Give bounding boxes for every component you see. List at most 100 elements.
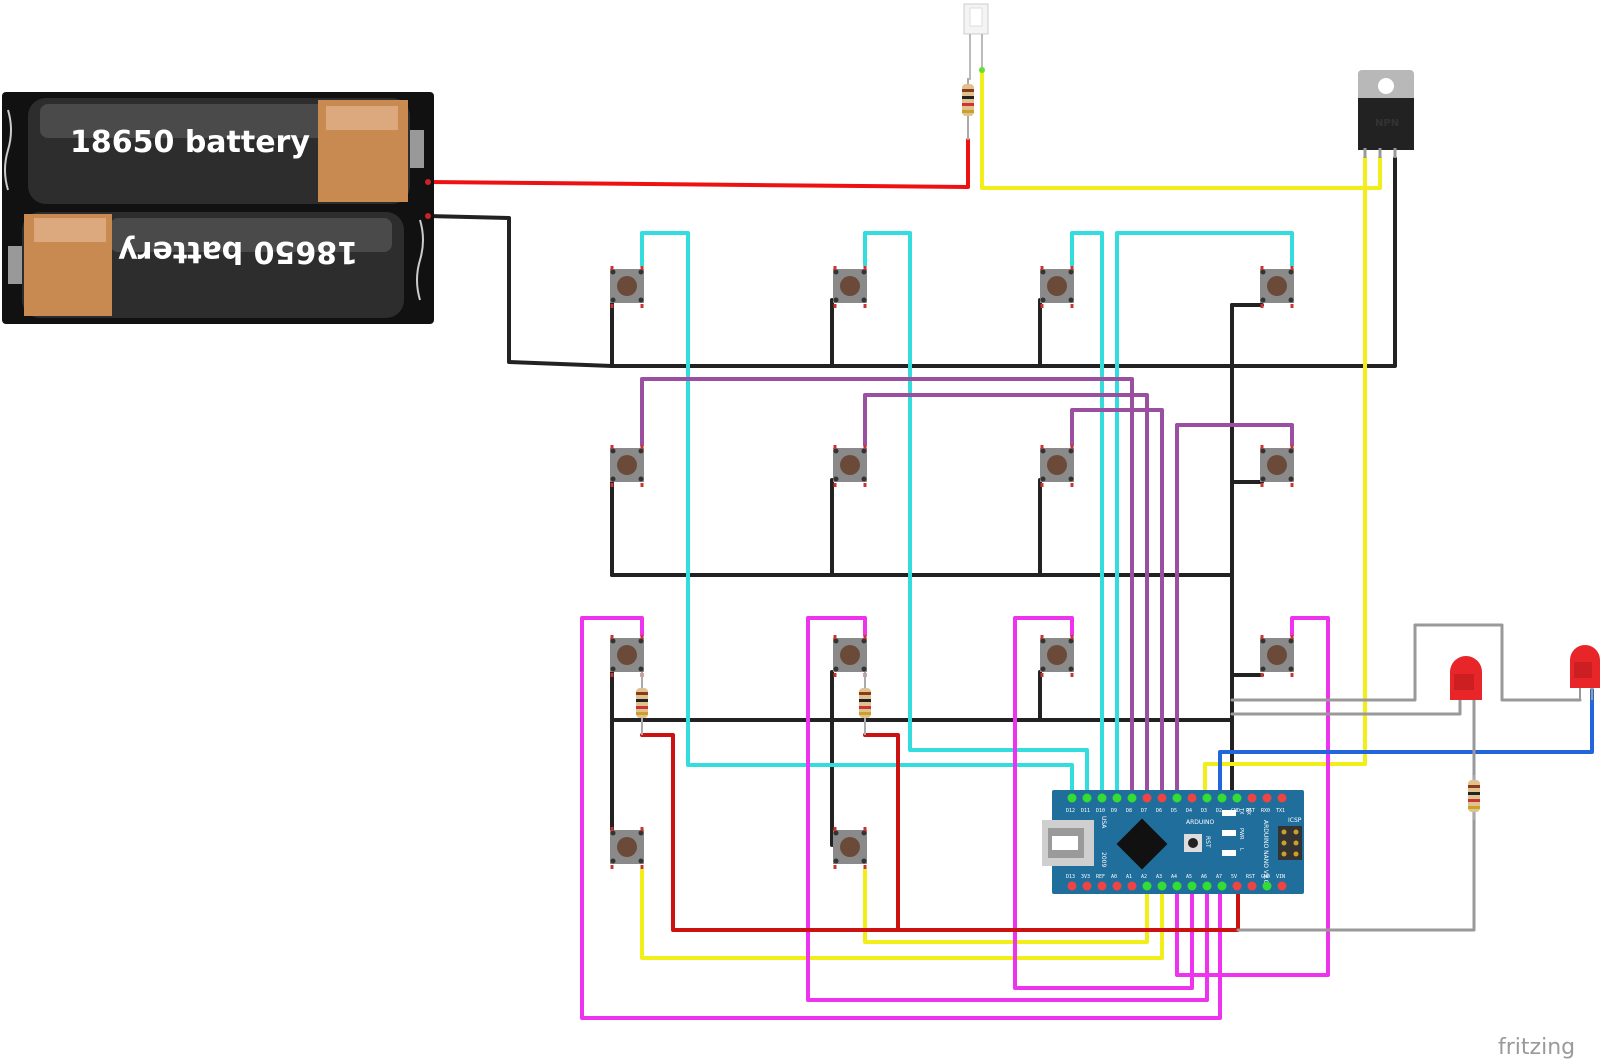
resistor-led xyxy=(1468,775,1480,820)
pin-ref[interactable] xyxy=(1097,881,1107,891)
npn-label: NPN xyxy=(1375,118,1399,129)
wire-gray-led1 xyxy=(1230,623,1582,702)
pin-rst[interactable] xyxy=(1247,793,1257,803)
pin-label-ref: REF xyxy=(1096,874,1105,880)
wire-purple-btn5 xyxy=(640,377,1134,797)
pin-label-rst: RST xyxy=(1246,808,1255,814)
pin-a3[interactable] xyxy=(1157,881,1167,891)
pin-d3[interactable] xyxy=(1202,793,1212,803)
pin-a0[interactable] xyxy=(1112,881,1122,891)
push-button-13[interactable] xyxy=(610,827,644,869)
pin-label-d8: D8 xyxy=(1126,808,1132,814)
push-button-1[interactable] xyxy=(610,266,644,308)
pin-label-a5: A5 xyxy=(1186,874,1192,880)
pin-a2[interactable] xyxy=(1142,881,1152,891)
pin-gnd[interactable] xyxy=(1262,881,1272,891)
push-button-3[interactable] xyxy=(1040,266,1074,308)
pin-a5[interactable] xyxy=(1187,881,1197,891)
pin-label-d4: D4 xyxy=(1186,808,1192,814)
pin-d8[interactable] xyxy=(1127,793,1137,803)
resistor-btn10 xyxy=(859,672,871,735)
pin-label-d12: D12 xyxy=(1066,808,1075,814)
pin-vin[interactable] xyxy=(1277,881,1287,891)
pin-label-d6: D6 xyxy=(1156,808,1162,814)
pin-d2[interactable] xyxy=(1217,793,1227,803)
pin-label-d5: D5 xyxy=(1171,808,1177,814)
push-button-7[interactable] xyxy=(1040,445,1074,487)
pin-d4[interactable] xyxy=(1187,793,1197,803)
battery-bottom-label: 18650 battery xyxy=(118,234,358,269)
pin-label-d13: D13 xyxy=(1066,874,1075,880)
push-button-2[interactable] xyxy=(833,266,867,308)
wire-magenta-btn12 xyxy=(1175,616,1330,977)
icsp-label: ICSP xyxy=(1288,817,1302,824)
pin-a1[interactable] xyxy=(1127,881,1137,891)
pin-label-d3: D3 xyxy=(1201,808,1207,814)
battery-spring-right xyxy=(416,219,424,301)
pin-a7[interactable] xyxy=(1217,881,1227,891)
wire-cyan-btn4 xyxy=(1115,231,1294,797)
push-button-5[interactable] xyxy=(610,445,644,487)
battery-top-label: 18650 battery xyxy=(70,125,310,160)
wire-cyan-btn1 xyxy=(640,231,1074,797)
arduino-led-labels: TX RX PWR L xyxy=(1238,807,1251,851)
led-label-rx: RX xyxy=(1245,808,1251,815)
push-button-14[interactable] xyxy=(833,827,867,869)
resistor-btn9 xyxy=(636,672,648,735)
pin-label-a0: A0 xyxy=(1111,874,1117,880)
pin-label-gnd: GND xyxy=(1231,808,1240,814)
wire-red-battery-positive xyxy=(426,138,970,189)
mcu-chip xyxy=(1116,818,1168,870)
arduino-nano: RST ICSP ARDUINO ARDUINO NANO V3.0 USA 2… xyxy=(1042,790,1304,894)
pin-d11[interactable] xyxy=(1082,793,1092,803)
wire-yellow-btn13 xyxy=(640,868,1164,960)
led-label-tx: TX xyxy=(1238,807,1244,815)
push-button-10[interactable] xyxy=(833,635,867,677)
resistor-top xyxy=(962,78,974,140)
pin-label-5v: 5V xyxy=(1231,874,1237,880)
push-button-8[interactable] xyxy=(1260,445,1294,487)
pin-label-d10: D10 xyxy=(1096,808,1105,814)
pin-gnd[interactable] xyxy=(1232,793,1242,803)
pin-d7[interactable] xyxy=(1142,793,1152,803)
wire-gray-led2 xyxy=(1230,688,1462,716)
pin-rst[interactable] xyxy=(1247,881,1257,891)
pin-d9[interactable] xyxy=(1112,793,1122,803)
wires xyxy=(426,68,1594,1020)
wire-yellow-btn14 xyxy=(863,868,1149,944)
pin-d6[interactable] xyxy=(1157,793,1167,803)
arduino-model-text: ARDUINO NANO V3.0 xyxy=(1262,820,1269,884)
pin-tx1[interactable] xyxy=(1277,793,1287,803)
push-button-12[interactable] xyxy=(1260,635,1294,677)
battery-negative-terminal xyxy=(425,213,431,219)
pin-d10[interactable] xyxy=(1097,793,1107,803)
pin-label-a7: A7 xyxy=(1216,874,1222,880)
pin-5v[interactable] xyxy=(1232,881,1242,891)
fritzing-watermark: fritzing xyxy=(1498,1035,1575,1060)
push-button-4[interactable] xyxy=(1260,266,1294,308)
push-button-6[interactable] xyxy=(833,445,867,487)
pin-label-3v3: 3V3 xyxy=(1081,874,1090,880)
wire-yellow-sensor xyxy=(980,68,1382,190)
push-button-11[interactable] xyxy=(1040,635,1074,677)
pin-label-d7: D7 xyxy=(1141,808,1147,814)
pin-d12[interactable] xyxy=(1067,793,1077,803)
led-label-l: L xyxy=(1238,848,1244,851)
pin-a6[interactable] xyxy=(1202,881,1212,891)
wire-yellow-transistor-arduino xyxy=(1203,156,1367,797)
push-button-9[interactable] xyxy=(610,635,644,677)
pin-label-rx0: RX0 xyxy=(1261,808,1270,814)
wire-blue-led xyxy=(1218,688,1594,797)
pin-d5[interactable] xyxy=(1172,793,1182,803)
pin-3v3[interactable] xyxy=(1082,881,1092,891)
battery-cell-bottom: 18650 battery xyxy=(8,212,404,318)
pin-rx0[interactable] xyxy=(1262,793,1272,803)
arduino-usa-text: USA xyxy=(1100,816,1107,829)
pin-a4[interactable] xyxy=(1172,881,1182,891)
pin-d13[interactable] xyxy=(1067,881,1077,891)
led-label-pwr: PWR xyxy=(1238,828,1244,840)
pin-label-tx1: TX1 xyxy=(1276,808,1285,814)
